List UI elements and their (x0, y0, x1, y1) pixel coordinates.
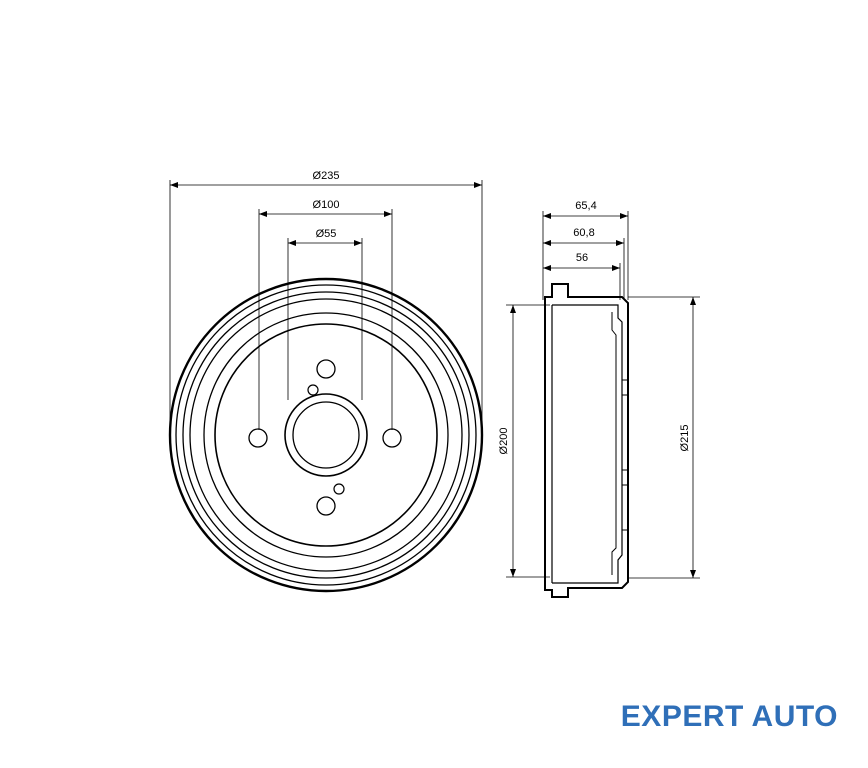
bolt-circle-label: Ø100 (313, 199, 340, 211)
bolt-hole-bottom (316, 496, 336, 516)
front-view (168, 277, 484, 593)
hub-face-ring (214, 323, 438, 547)
mid-height-label: 60,8 (573, 227, 594, 239)
side-arrowheads (510, 213, 696, 578)
pin-hole-lower (333, 483, 345, 495)
center-bore-inner (292, 401, 360, 469)
center-bore-outer (284, 393, 368, 477)
rim-ring-2 (175, 284, 477, 586)
drum-profile (544, 283, 629, 598)
inner-step (611, 312, 617, 575)
inner-depth-label: 56 (576, 252, 588, 264)
outer-rim-ring (168, 277, 484, 593)
bolt-hole-right (382, 428, 402, 448)
total-height-label: 65,4 (575, 200, 596, 212)
rim-ring-5 (203, 312, 449, 558)
center-bore-label: Ø55 (316, 228, 337, 240)
side-view (544, 283, 629, 598)
flange-diameter-label: Ø215 (679, 425, 691, 452)
side-dimensions (506, 211, 700, 579)
bolt-hole-top (316, 359, 336, 379)
rim-ring-4 (189, 298, 463, 572)
bolt-hole-left (248, 428, 268, 448)
rim-ring-3 (182, 291, 470, 579)
front-dimensions (169, 180, 483, 440)
pin-hole-upper (307, 384, 319, 396)
inner-cavity (552, 304, 623, 584)
front-arrowheads (170, 182, 482, 246)
inner-diameter-label: Ø200 (498, 428, 510, 455)
outer-diameter-label: Ø235 (313, 170, 340, 182)
brand-logo: EXPERT AUTO (620, 700, 838, 733)
